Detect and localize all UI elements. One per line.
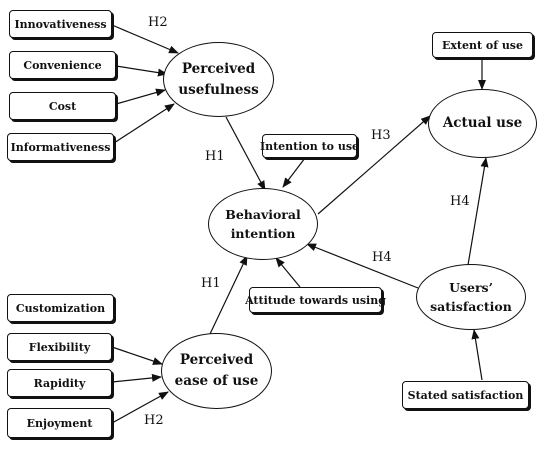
edge-rapidity-ease <box>111 373 162 383</box>
rapidity-box: Rapidity <box>7 369 112 397</box>
edge-convenience-usefulness <box>115 65 168 77</box>
cost-box: Cost <box>9 92 116 120</box>
hypothesis-h4-right: H4 <box>450 194 470 209</box>
intention-to-use-box: Intention to use <box>260 134 359 158</box>
enjoyment-box: Enjoyment <box>7 408 112 438</box>
perceived-ease-line2: ease of use <box>174 373 259 389</box>
edge-usefulness-intention <box>225 116 266 191</box>
hypothesis-h2-top: H2 <box>148 15 168 30</box>
perceived-usefulness-line1: Perceived <box>181 60 256 77</box>
edge-intention-to-use-behavioral <box>282 157 306 188</box>
behavioral-intention-node: Behavioral intention <box>208 188 318 260</box>
perceived-ease-line1: Perceived <box>179 352 254 369</box>
behavioral-intention-line1: Behavioral <box>225 206 301 222</box>
users-satisfaction-line2: satisfaction <box>430 299 512 314</box>
convenience-box: Convenience <box>9 51 116 79</box>
behavioral-intention-line2: intention <box>230 226 296 241</box>
actual-use-label: Actual use <box>442 115 523 132</box>
edge-behavioral-actual-use <box>317 115 431 215</box>
edge-flexibility-ease <box>111 346 163 365</box>
hypothesis-h1-top: H1 <box>205 149 225 164</box>
perceived-usefulness-node: Perceived usefulness <box>163 42 274 117</box>
innovativeness-box: Innovativeness <box>9 10 112 38</box>
users-satisfaction-line1: Users’ <box>449 279 493 295</box>
extent-of-use-box: Extent of use <box>432 32 533 58</box>
hypothesis-h1-bottom: H1 <box>201 276 221 291</box>
edge-cost-usefulness <box>115 88 166 105</box>
edge-stated-satisfaction <box>471 329 483 381</box>
stated-satisfaction-box: Stated satisfaction <box>402 381 529 409</box>
flexibility-box: Flexibility <box>7 333 112 361</box>
users-satisfaction-node: Users’ satisfaction <box>416 264 526 330</box>
edge-satisfaction-actual-use <box>467 157 489 266</box>
actual-use-node: Actual use <box>428 89 537 158</box>
edge-ease-behavioral <box>209 255 248 335</box>
edge-innovativeness-usefulness <box>111 24 179 54</box>
informativeness-box: Informativeness <box>7 133 114 161</box>
attitude-towards-using-box: Attitude towards using <box>245 287 386 313</box>
edge-attitude-behavioral <box>275 257 301 288</box>
customization-box: Customization <box>7 294 114 322</box>
hypothesis-h4-mid: H4 <box>372 250 392 265</box>
hypothesis-h2-bottom: H2 <box>144 413 164 428</box>
edge-informativeness-usefulness <box>113 103 175 144</box>
hypothesis-h3: H3 <box>371 128 391 143</box>
perceived-ease-of-use-node: Perceived ease of use <box>161 333 272 409</box>
edge-satisfaction-behavioral <box>306 243 419 289</box>
perceived-usefulness-line2: usefulness <box>178 81 259 98</box>
edge-enjoyment-ease <box>111 391 169 424</box>
